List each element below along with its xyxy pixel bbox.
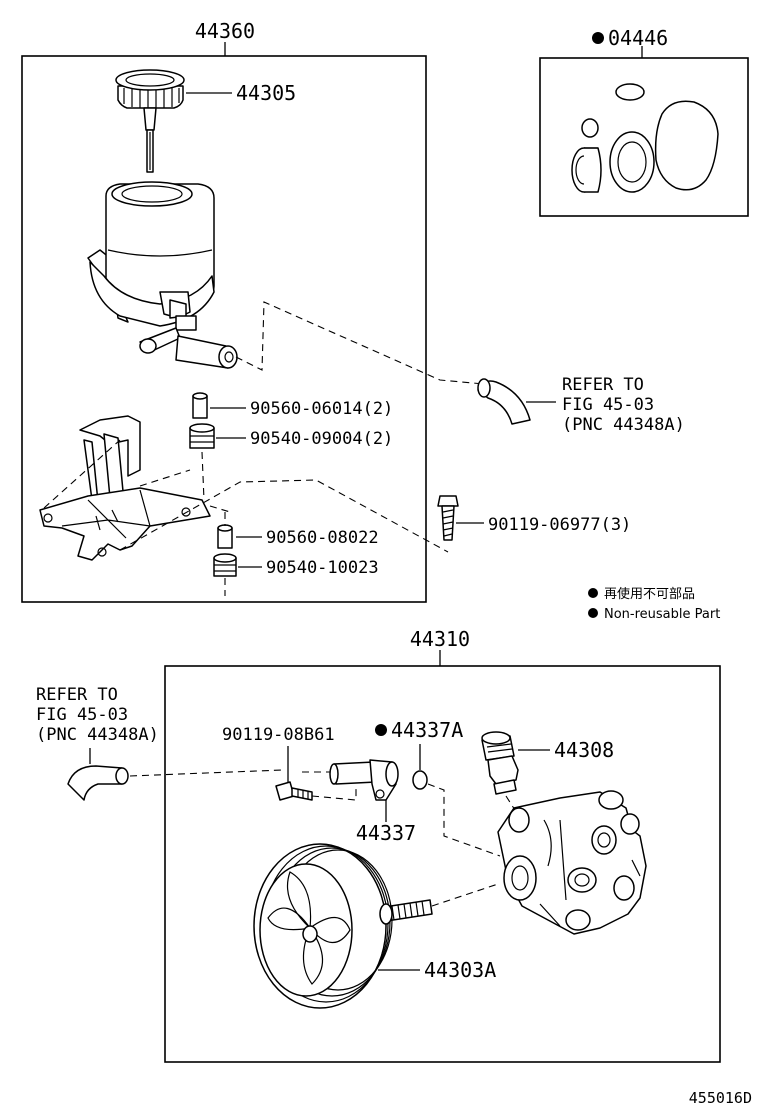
oring-dashed [427, 783, 501, 857]
bracket-dashed [43, 439, 231, 513]
refer-upper-line2: FIG 45-03 [562, 395, 654, 415]
legend-dot-japanese [588, 588, 598, 598]
pump-assembly-number: 44310 [410, 627, 470, 651]
reservoir-assembly-number: 44360 [195, 19, 255, 43]
upper-hose-drawing [477, 378, 531, 425]
shaft-dashed [431, 883, 499, 907]
collar-90560-06014-drawing [192, 392, 208, 419]
bolt-08b61-dashed [311, 786, 357, 801]
gasket-kit-number: 04446 [608, 26, 668, 50]
flow-valve-44308-drawing [481, 731, 519, 795]
part-90560-06014: 90560-06014(2) [250, 399, 393, 419]
reservoir-cap-drawing [115, 69, 185, 173]
refer-upper-line3: (PNC 44348A) [562, 415, 685, 435]
refer-lower-line1: REFER TO [36, 685, 118, 705]
oring-44337a-drawing [412, 770, 428, 790]
hose-connection-dashed [235, 301, 485, 385]
part-90119-06977: 90119-06977(3) [488, 515, 631, 535]
pump-assembly-box [164, 665, 721, 1063]
part-90540-09004: 90540-09004(2) [250, 429, 393, 449]
refer-lower-line2: FIG 45-03 [36, 705, 128, 725]
refer-upper-line1: REFER TO [562, 375, 644, 395]
bolt-90119-06977-drawing [437, 495, 459, 541]
legend-japanese: 再使用不可部品 [604, 586, 695, 602]
cap-part-number: 44305 [236, 81, 296, 105]
legend-english: Non-reusable Part [604, 607, 720, 622]
valve-dashed [505, 795, 521, 819]
non-reusable-dot-04446 [592, 32, 604, 44]
cushion-dashed [201, 451, 205, 501]
lower-hose-drawing [67, 765, 129, 801]
part-90540-10023: 90540-10023 [266, 558, 379, 578]
reservoir-bracket-drawing [39, 415, 211, 561]
union-44337-drawing [329, 759, 399, 801]
part-90560-08022: 90560-08022 [266, 528, 379, 548]
lower-hose-dashed [129, 769, 283, 777]
part-90119-08b61: 90119-08B61 [222, 725, 335, 745]
legend-dot-english [588, 608, 598, 618]
bolt-dashed [119, 479, 449, 553]
cushion-90540-10023-drawing [213, 553, 237, 577]
reservoir-assembly-box [21, 55, 427, 603]
gasket-kit-drawing [571, 83, 719, 193]
cushion-90540-09004-drawing [189, 423, 215, 449]
pulley-44303a-drawing [253, 843, 433, 1009]
part-44337a: 44337A [391, 718, 463, 742]
refer-lower-line3: (PNC 44348A) [36, 725, 159, 745]
reservoir-tank-drawing [87, 181, 238, 369]
bolt-90119-08b61-drawing [275, 781, 313, 801]
gasket-kit-box [539, 57, 749, 217]
collar-90560-08022-drawing [217, 524, 233, 549]
non-reusable-dot-44337a [375, 724, 387, 736]
part-44308: 44308 [554, 738, 614, 762]
pump-body-drawing [497, 790, 647, 935]
part-44337: 44337 [356, 821, 416, 845]
figure-code: 455016D [689, 1089, 752, 1107]
part-44303a: 44303A [424, 958, 496, 982]
